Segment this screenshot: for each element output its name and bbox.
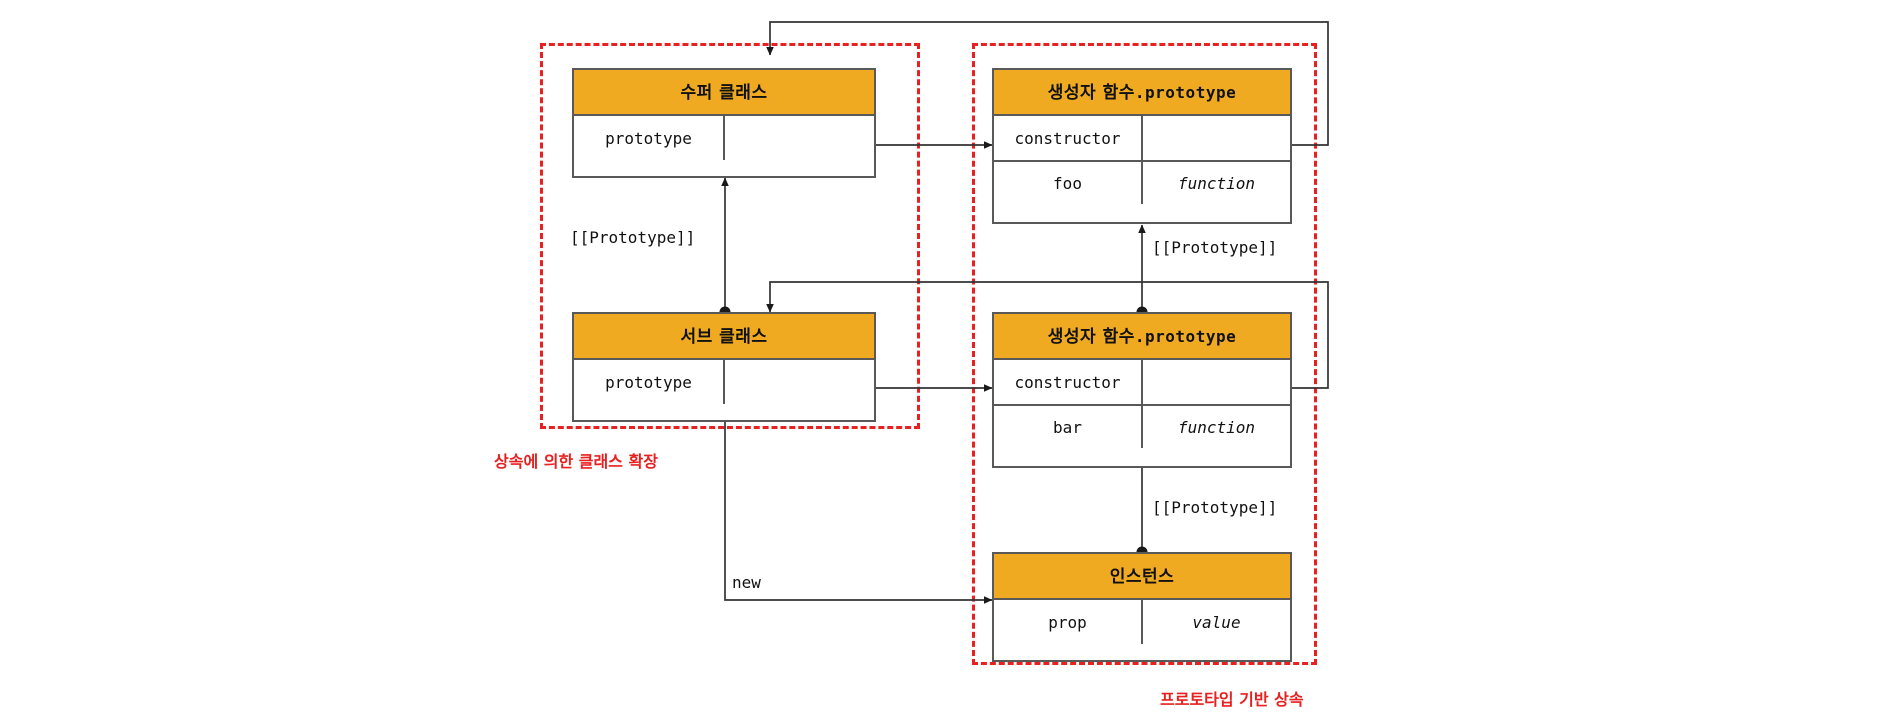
cell-key: constructor	[994, 360, 1143, 404]
cell-value-pointer	[725, 360, 874, 404]
box-instance: 인스턴스 prop value	[992, 552, 1292, 662]
box-sub-prototype-title-mono: .prototype	[1134, 327, 1237, 346]
box-super-prototype-title-mono: .prototype	[1134, 83, 1237, 102]
box-instance-title-text: 인스턴스	[1109, 567, 1175, 587]
table-row: foo function	[994, 160, 1290, 204]
table-row: prop value	[994, 600, 1290, 644]
table-row: constructor	[994, 360, 1290, 404]
table-row: constructor	[994, 116, 1290, 160]
table-row: prototype	[574, 360, 874, 404]
edge-label-new: new	[732, 573, 761, 592]
box-sub-class-title-text: 서브 클래스	[680, 327, 768, 347]
box-super-class: 수퍼 클래스 prototype	[572, 68, 876, 178]
cell-key: bar	[994, 406, 1143, 448]
edge-label-prototype-instance-subproto: [[Prototype]]	[1152, 498, 1278, 517]
box-super-prototype-title: 생성자 함수.prototype	[994, 70, 1290, 116]
cell-value: function	[1177, 417, 1256, 437]
box-instance-title: 인스턴스	[994, 554, 1290, 600]
box-sub-class: 서브 클래스 prototype	[572, 312, 876, 422]
box-super-prototype: 생성자 함수.prototype constructor foo functio…	[992, 68, 1292, 224]
table-row: bar function	[994, 404, 1290, 448]
edge-label-prototype-superproto-subproto: [[Prototype]]	[1152, 238, 1278, 257]
cell-value-pointer	[725, 116, 874, 160]
box-super-class-title: 수퍼 클래스	[574, 70, 874, 116]
cell-value-pointer	[1143, 116, 1290, 160]
cell-key: constructor	[994, 116, 1143, 160]
caption-class-extension: 상속에 의한 클래스 확장	[494, 452, 658, 471]
box-sub-class-title: 서브 클래스	[574, 314, 874, 360]
edge-label-prototype-super-sub: [[Prototype]]	[570, 228, 696, 247]
box-super-prototype-title-text: 생성자 함수	[1047, 83, 1135, 103]
box-sub-prototype-title-text: 생성자 함수	[1047, 327, 1135, 347]
cell-key: prop	[994, 600, 1143, 644]
box-sub-prototype: 생성자 함수.prototype constructor bar functio…	[992, 312, 1292, 468]
cell-value: value	[1192, 612, 1241, 632]
box-sub-prototype-title: 생성자 함수.prototype	[994, 314, 1290, 360]
cell-key: prototype	[574, 360, 725, 404]
caption-prototype-inheritance: 프로토타입 기반 상속	[1160, 690, 1304, 709]
cell-key: foo	[994, 162, 1143, 204]
box-super-class-title-text: 수퍼 클래스	[680, 83, 768, 103]
cell-value-pointer	[1143, 360, 1290, 404]
table-row: prototype	[574, 116, 874, 160]
cell-key: prototype	[574, 116, 725, 160]
cell-value: function	[1177, 173, 1256, 193]
